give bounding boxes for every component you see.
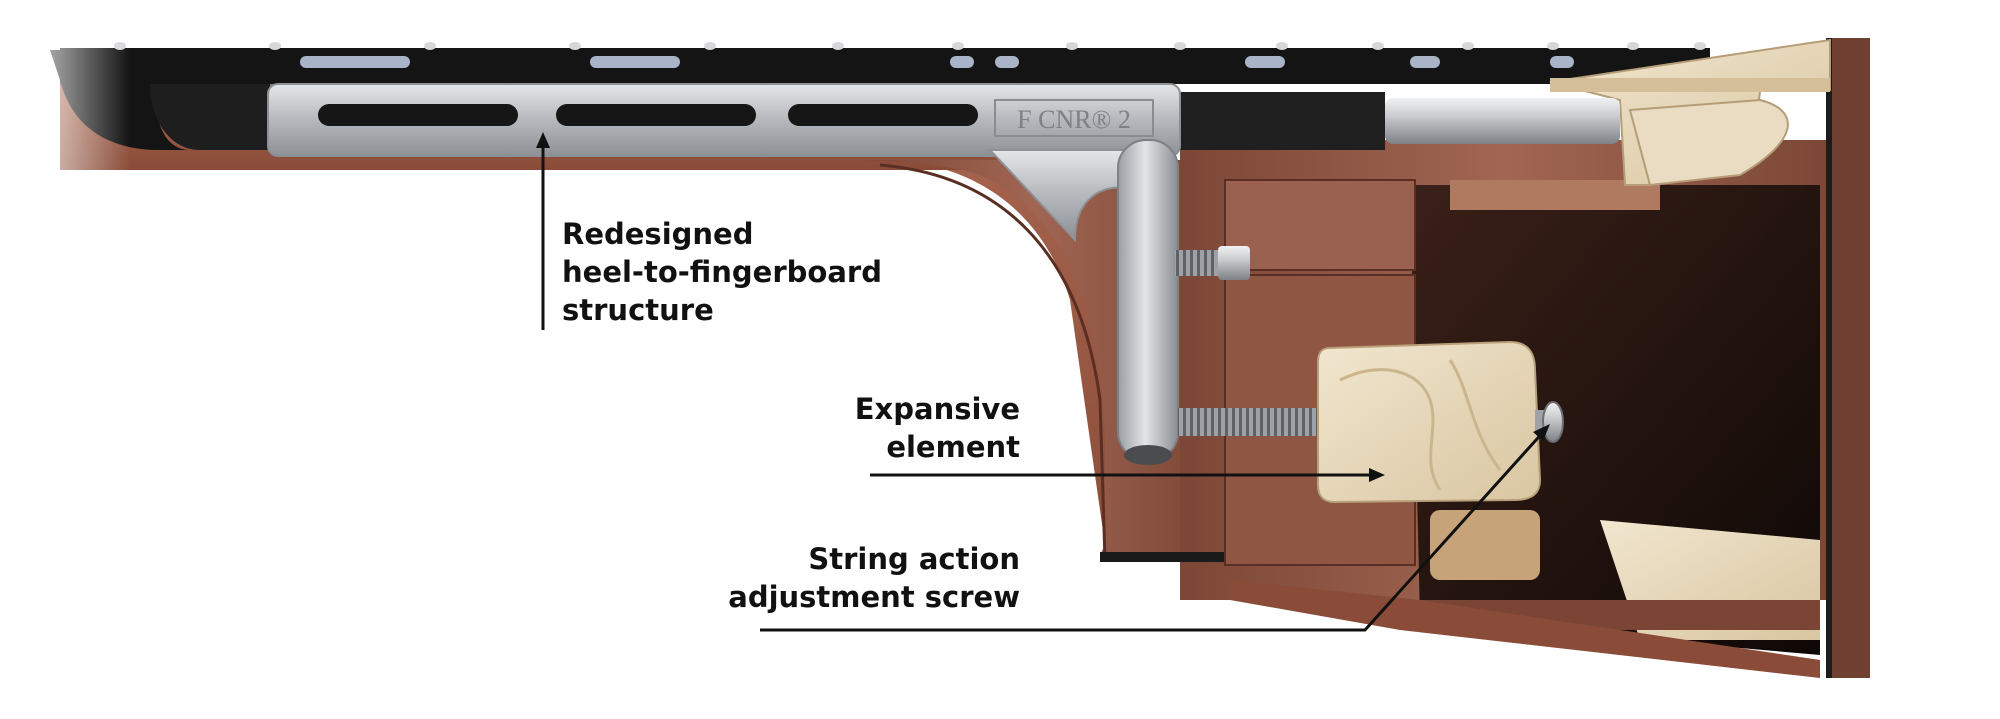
fret-marker [590, 56, 680, 68]
soundboard-brace [1628, 98, 1789, 187]
fret-marker [950, 56, 974, 68]
leader-lines [541, 140, 1547, 632]
label-expansive-element: Expansive element [855, 390, 1020, 466]
right-fade [1880, 30, 2000, 690]
body-bottom-curve [1230, 580, 1820, 678]
heel-cap [1100, 552, 1235, 562]
fret-marker [1245, 56, 1285, 68]
adjustment-screw-head [1542, 401, 1564, 443]
label-line: heel-to-fingerboard [562, 255, 882, 289]
heel-curve-edge [879, 163, 1107, 561]
expansive-grain [1339, 368, 1442, 491]
rod-sleeve [1170, 92, 1385, 150]
adjustment-rod-thread [1178, 408, 1326, 436]
leader-screw [760, 428, 1547, 632]
label-heel-structure: Redesigned heel-to-fingerboard structure [562, 215, 882, 329]
bar-engraving: F CNR® 2 [1017, 105, 1131, 134]
fret-marker [300, 56, 410, 68]
arrow-screw [1533, 424, 1550, 441]
soundboard-lip [1550, 78, 1830, 92]
body-side-binding [1826, 38, 1832, 678]
bar-slot [318, 104, 518, 126]
label-line: Redesigned [562, 217, 754, 251]
expansive-element [1317, 340, 1542, 504]
label-line: String action [808, 542, 1020, 576]
leg-end [1124, 445, 1172, 465]
label-adjustment-screw: String action adjustment screw [728, 540, 1020, 616]
kerfing-strip [1430, 510, 1540, 580]
fret-marker [1410, 56, 1440, 68]
reinforcement-vertical [1117, 139, 1179, 461]
fingerboard-end [150, 84, 270, 150]
arrow-expansive [1369, 468, 1385, 482]
left-fade [0, 30, 130, 190]
upper-bolt-nut [1218, 246, 1250, 280]
engraving-box [994, 99, 1154, 137]
upper-bolt-thread [1175, 250, 1220, 276]
label-line: adjustment screw [728, 580, 1020, 614]
neck-block-upper [1224, 179, 1416, 271]
expansive-grain [1448, 359, 1502, 471]
label-line: structure [562, 293, 714, 327]
fret-marker [1550, 56, 1574, 68]
label-line: Expansive [854, 392, 1020, 426]
arrow-heel [536, 132, 550, 148]
body-side-panel [1830, 38, 1870, 678]
bar-slot [556, 104, 756, 126]
fret-marker [995, 56, 1019, 68]
bar-slot [788, 104, 978, 126]
label-line: element [886, 430, 1020, 464]
steel-rod [1385, 98, 1620, 144]
